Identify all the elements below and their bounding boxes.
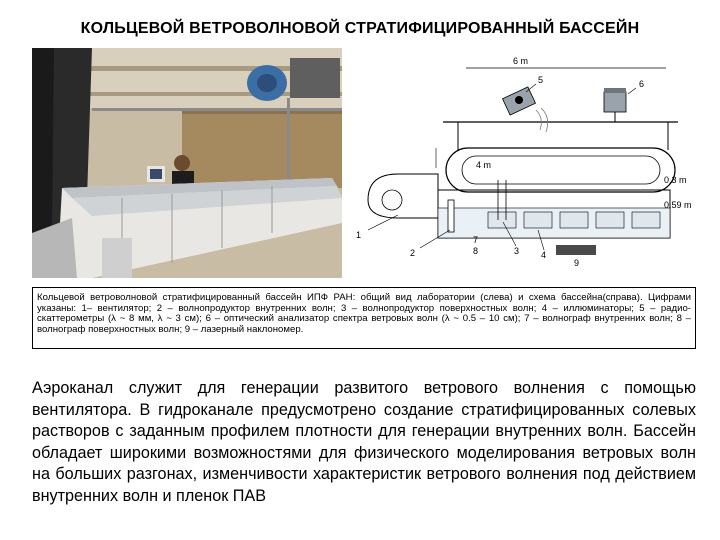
lab-photo — [32, 48, 342, 278]
tank-schematic: 6 m 5 6 4 m — [348, 50, 694, 278]
label-7: 7 — [473, 235, 478, 245]
label-5: 5 — [538, 75, 543, 85]
label-8: 8 — [473, 246, 478, 256]
label-1: 1 — [356, 230, 361, 240]
dim-6m: 6 m — [513, 56, 528, 66]
optical-analyzer-icon — [603, 88, 627, 113]
label-4: 4 — [541, 250, 546, 260]
figure-caption-box: Кольцевой ветроволновой стратифицированн… — [32, 287, 696, 349]
fan-icon — [367, 173, 439, 219]
dim-03m: 0.3 m — [664, 175, 687, 185]
label-2: 2 — [410, 248, 415, 258]
radio-scatterometer-icon — [501, 86, 537, 116]
dim-059m: 0.59 m — [664, 200, 692, 210]
label-6: 6 — [639, 79, 644, 89]
body-paragraph: Аэроканал служит для генерации развитого… — [32, 379, 696, 505]
label-3: 3 — [514, 246, 519, 256]
label-9: 9 — [574, 258, 579, 268]
page-title: КОЛЬЦЕВОЙ ВЕТРОВОЛНОВОЙ СТРАТИФИЦИРОВАНН… — [80, 20, 640, 37]
laser-tiltmeter-icon — [556, 245, 596, 255]
dim-4m: 4 m — [476, 160, 491, 170]
figure-caption: Кольцевой ветроволновой стратифицированн… — [37, 292, 691, 335]
